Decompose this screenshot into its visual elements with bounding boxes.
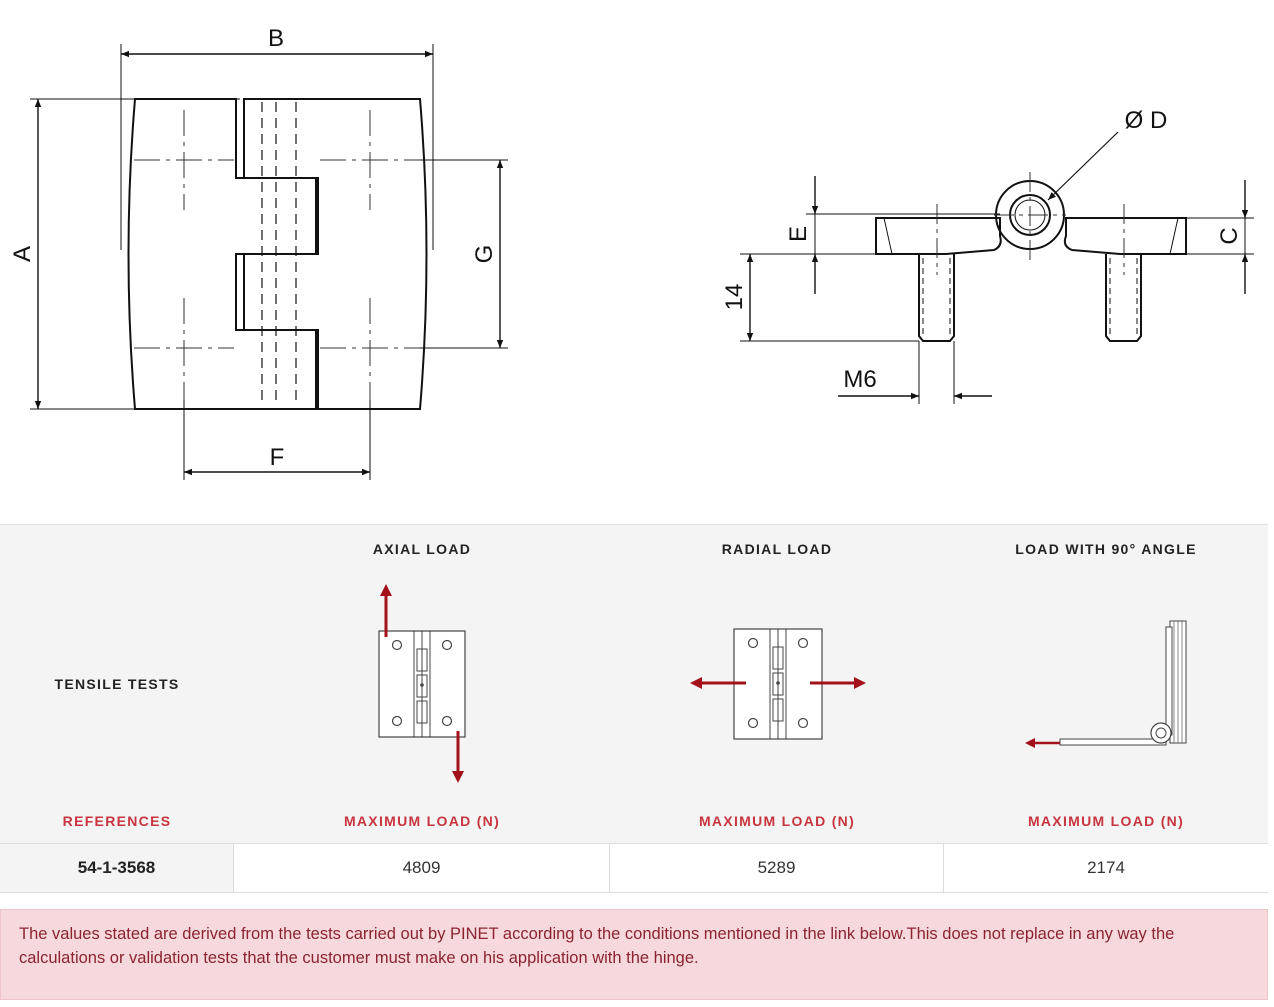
stud-thread-hidden-lines: [922, 258, 1138, 336]
dimension-thread: [838, 341, 992, 404]
dimension-c: [1186, 180, 1254, 294]
dimension-label-thread: M6: [843, 366, 876, 393]
dimension-label-stud-length: 14: [721, 284, 748, 311]
angle-load-heading: LOAD WITH 90° ANGLE: [1015, 541, 1197, 557]
hinge-pin-hidden-lines: [261, 102, 297, 406]
dimension-label-a: A: [9, 246, 36, 262]
tensile-tests-label: TENSILE TESTS: [54, 676, 180, 692]
dimension-a: [30, 98, 240, 410]
angle-value-cell: 2174: [944, 844, 1268, 892]
dimension-label-e: E: [785, 226, 812, 242]
dimension-g: [420, 159, 508, 349]
radial-max-load-label: MAXIMUM LOAD (N): [698, 813, 856, 829]
tensile-tests-panel: AXIAL LOAD RADIAL LOAD LOAD WITH 90° ANG…: [0, 524, 1268, 844]
angle-max-load-label: MAXIMUM LOAD (N): [1027, 813, 1185, 829]
hinge-center-lines: [134, 110, 425, 400]
dimension-label-c: C: [1216, 227, 1243, 244]
axial-load-heading: AXIAL LOAD: [372, 541, 472, 557]
dimension-f: [183, 400, 371, 480]
table-row: 54-1-3568 4809 5289 2174: [0, 843, 1268, 893]
dimension-e: [740, 176, 1000, 294]
axial-max-load-label: MAXIMUM LOAD (N): [343, 813, 501, 829]
radial-load-heading: RADIAL LOAD: [721, 541, 833, 557]
reference-cell: 54-1-3568: [0, 844, 234, 892]
side-view-center-lines: [936, 172, 1125, 275]
references-label: REFERENCES: [62, 813, 172, 829]
dimension-label-d: Ø D: [1125, 107, 1168, 134]
radial-value-cell: 5289: [610, 844, 944, 892]
axial-load-icon: [372, 581, 472, 792]
dimension-stud-length: [740, 254, 919, 342]
dimension-label-b: B: [268, 25, 284, 52]
technical-drawing: B A G F: [9, 25, 1254, 480]
disclaimer-note: The values stated are derived from the t…: [0, 909, 1268, 1000]
hinge-front-view: [127, 98, 428, 410]
axial-value-cell: 4809: [234, 844, 610, 892]
angle-load-icon: [1022, 617, 1192, 758]
dimension-label-g: G: [471, 245, 498, 264]
dimension-b: [120, 44, 434, 250]
dimension-label-f: F: [270, 444, 285, 471]
radial-load-icon: [686, 621, 870, 752]
dimension-d: [1047, 131, 1119, 201]
